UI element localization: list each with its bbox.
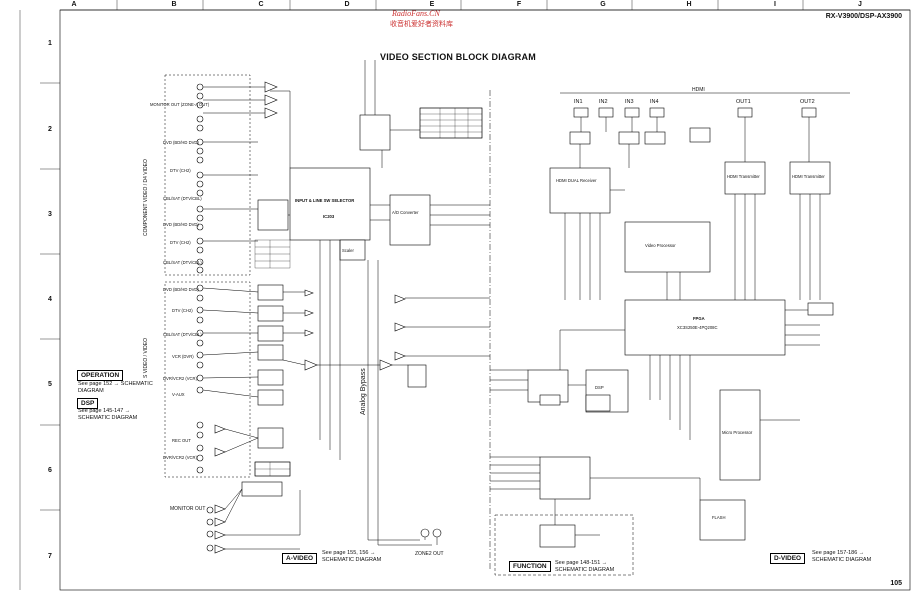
column-label-i: I [774, 1, 776, 8]
hdmi-in1-label[interactable]: IN1 [574, 99, 583, 105]
input-selector-label: INPUT & LINE SW SELECTOR [295, 198, 355, 203]
svideo-label-rec-out: REC OUT [172, 438, 191, 443]
column-label-g: G [600, 1, 606, 8]
column-label-e: E [429, 1, 435, 8]
hdmi-label: HDMI [692, 87, 705, 93]
svideo-label-dvr-vcr2: DVR/VCR2 (VCR) [163, 376, 197, 381]
hdmi-tx-1-label: HDMI Transmitter [727, 174, 760, 179]
hdmi-out2-label[interactable]: OUT2 [800, 99, 815, 105]
svideo-label-vcr: VCR (DVR) [172, 354, 194, 359]
video-processor-label: Video Processor [645, 243, 676, 248]
a-video-tag[interactable]: A-VIDEO [282, 553, 318, 564]
input-selector-ic: IC203 [323, 214, 335, 219]
hdmi-tx-2-label: HDMI Transmitter [792, 174, 825, 179]
row-label-7: 7 [48, 553, 52, 560]
column-label-b: B [171, 1, 177, 8]
fpga-chip-label: XC3S250E-4PQ208C [677, 325, 718, 330]
brand-watermark: RadioFans.CN [392, 9, 440, 18]
hdmi-in4-label[interactable]: IN4 [650, 99, 659, 105]
svideo-label-dvd: DVD (BD/HD DVD) [163, 287, 199, 292]
column-label-j: J [858, 1, 862, 8]
a-video-ref: See page 155, 156 → SCHEMATIC DIAGRAM [322, 550, 382, 563]
jack-label-dvd-d4: DVD (BD/HD DVD) [163, 222, 199, 227]
model-number: RX-V3900/DSP-AX3900 [825, 13, 902, 20]
row-label-4: 4 [48, 296, 52, 303]
svideo-group-label: S VIDEO / VIDEO [143, 337, 149, 378]
svideo-label-dtv: DTV (CH2) [172, 308, 193, 313]
hdmi-in3-label[interactable]: IN3 [625, 99, 634, 105]
function-ref: See page 148-151 → SCHEMATIC DIAGRAM [555, 560, 615, 573]
jack-label-dtv-d4: DTV (CH2) [170, 240, 191, 245]
row-label-3: 3 [48, 211, 52, 218]
svideo-label-dvr-vcr2-out: DVR/VCR2 (VCR) [163, 455, 197, 460]
dsp-block-label: DSP [595, 385, 604, 390]
function-tag[interactable]: FUNCTION [509, 561, 551, 572]
page-title: VIDEO SECTION BLOCK DIAGRAM [380, 52, 536, 62]
page-number: 105 [890, 580, 902, 587]
hdmi-in2-label[interactable]: IN2 [599, 99, 608, 105]
d-video-tag[interactable]: D-VIDEO [770, 553, 806, 564]
operation-ref: See page 152 → SCHEMATIC DIAGRAM [78, 381, 153, 394]
row-label-1: 1 [48, 40, 52, 47]
flash-label: FLASH [712, 515, 726, 520]
dsp-tag[interactable]: DSP [77, 398, 99, 409]
brand-watermark-cn: 收音机爱好者资料库 [390, 21, 453, 28]
column-label-f: F [516, 1, 522, 8]
monitor-out-label: MONITOR OUT [170, 506, 206, 512]
svideo-label-v-aux: V-AUX [172, 392, 185, 397]
row-label-5: 5 [48, 381, 52, 388]
d-video-ref: See page 157-186 → SCHEMATIC DIAGRAM [812, 550, 872, 563]
jack-label-dtv: DTV (CH2) [170, 168, 191, 173]
dsp-ref: See page 145-147 → SCHEMATIC DIAGRAM [78, 408, 138, 421]
analog-bypass-label: Analog Bypass [360, 368, 367, 415]
jack-label-cbl-sat: CBL/SAT (DTV/CBL) [163, 196, 202, 201]
column-label-h: H [686, 1, 692, 8]
column-label-c: C [258, 1, 264, 8]
jack-label-dvd: DVD (BD/HD DVD) [163, 140, 199, 145]
svideo-label-cbl-sat: CBL/SAT (DTV/CBL) [163, 332, 202, 337]
column-label-a: A [71, 1, 77, 8]
row-label-2: 2 [48, 126, 52, 133]
column-label-d: D [344, 1, 350, 8]
hdmi-rx-label: HDMI DUAL Receiver [556, 178, 597, 183]
fpga-label: FPGA [693, 316, 705, 321]
jack-label-cbl-sat-d4: CBL/SAT (DTV/CBL) [163, 260, 202, 265]
row-label-6: 6 [48, 467, 52, 474]
component-video-group-label: COMPONENT VIDEO / D4 VIDEO [143, 159, 149, 236]
ad-converter-label: A/D Converter [392, 210, 419, 215]
micro-processor-label: Micro Processor [722, 430, 753, 435]
jack-label-monitor-out: MONITOR OUT (ZONE-A OUT) [150, 102, 210, 107]
hdmi-out1-label[interactable]: OUT1 [736, 99, 751, 105]
zone2-out-label: ZONE2 OUT [415, 551, 444, 557]
operation-tag[interactable]: OPERATION [77, 370, 124, 381]
scaler-label: Scaler [342, 248, 354, 253]
